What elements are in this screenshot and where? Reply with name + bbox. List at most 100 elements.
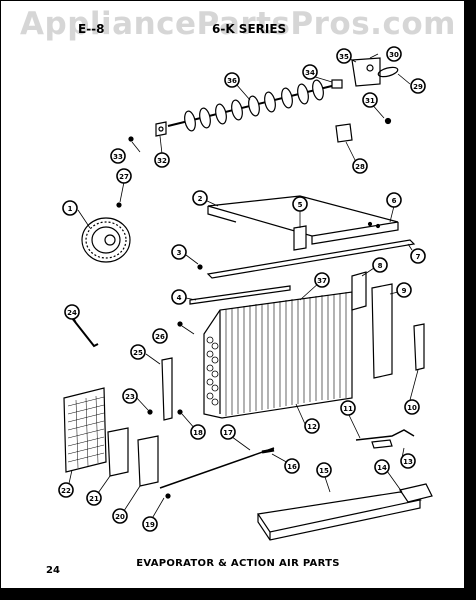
- svg-text:2: 2: [198, 195, 203, 203]
- callout-22: 22: [58, 482, 74, 498]
- svg-text:9: 9: [402, 287, 407, 295]
- callout-24: 24: [64, 304, 80, 320]
- callout-34: 34: [302, 64, 318, 80]
- callout-8: 8: [372, 257, 388, 273]
- header-model-code: E--8: [78, 22, 105, 36]
- svg-text:21: 21: [89, 495, 99, 503]
- svg-text:32: 32: [157, 157, 167, 165]
- svg-text:26: 26: [155, 333, 165, 341]
- callout-25: 25: [130, 344, 146, 360]
- callout-31: 31: [362, 92, 378, 108]
- svg-text:28: 28: [355, 163, 365, 171]
- svg-text:17: 17: [223, 429, 233, 437]
- svg-text:1: 1: [68, 205, 73, 213]
- callout-35: 35: [336, 48, 352, 64]
- air-filter: [63, 387, 107, 473]
- capillary-tube: [355, 429, 415, 441]
- callout-15: 15: [316, 462, 332, 478]
- svg-text:35: 35: [339, 53, 349, 61]
- svg-text:6: 6: [392, 197, 397, 205]
- fan-shaft-assembly: [128, 79, 343, 142]
- callout-37: 37: [314, 272, 330, 288]
- svg-text:7: 7: [416, 253, 421, 261]
- header-series: 6-K SERIES: [212, 22, 287, 36]
- callout-11: 11: [340, 400, 356, 416]
- seal-strip: [189, 285, 291, 305]
- svg-text:16: 16: [287, 463, 297, 471]
- callout-21: 21: [86, 490, 102, 506]
- support-rail: [197, 239, 416, 279]
- callout-23: 23: [122, 388, 138, 404]
- svg-text:24: 24: [67, 309, 77, 317]
- svg-text:13: 13: [403, 458, 413, 466]
- frame-edge-right: [464, 0, 476, 600]
- diagram-title: EVAPORATOR & ACTION AIR PARTS: [136, 558, 340, 569]
- drain-pan: [256, 483, 433, 541]
- callout-18: 18: [190, 424, 206, 440]
- callout-4: 4: [171, 289, 187, 305]
- top-panel: [207, 195, 399, 251]
- callout-33: 33: [110, 148, 126, 164]
- callout-1: 1: [62, 200, 78, 216]
- callout-10: 10: [404, 399, 420, 415]
- callout-26: 26: [152, 328, 168, 344]
- callout-13: 13: [400, 453, 416, 469]
- exploded-parts-drawing: [63, 53, 433, 541]
- callout-7: 7: [410, 248, 426, 264]
- svg-text:3: 3: [177, 249, 182, 257]
- callout-14: 14: [374, 459, 390, 475]
- callout-36: 36: [224, 72, 240, 88]
- svg-text:5: 5: [298, 201, 303, 209]
- callout-5: 5: [292, 196, 308, 212]
- svg-text:37: 37: [317, 277, 327, 285]
- svg-text:33: 33: [113, 153, 123, 161]
- svg-text:23: 23: [125, 393, 135, 401]
- page-number: 24: [46, 565, 60, 576]
- svg-text:11: 11: [343, 405, 353, 413]
- callout-6: 6: [386, 192, 402, 208]
- svg-text:19: 19: [145, 521, 155, 529]
- svg-text:36: 36: [227, 77, 237, 85]
- svg-text:22: 22: [61, 487, 71, 495]
- callout-28: 28: [352, 158, 368, 174]
- panel-21: [107, 427, 129, 477]
- site-watermark: AppliancePartsPros.com: [20, 6, 456, 42]
- coil-end-plates: [351, 271, 425, 379]
- svg-text:31: 31: [365, 97, 375, 105]
- svg-text:14: 14: [377, 464, 387, 472]
- callout-2: 2: [192, 190, 208, 206]
- svg-text:20: 20: [115, 513, 125, 521]
- svg-text:4: 4: [177, 294, 182, 302]
- svg-text:25: 25: [133, 349, 143, 357]
- callout-30: 30: [386, 46, 402, 62]
- evaporator-coil: [203, 291, 353, 419]
- callout-16: 16: [284, 458, 300, 474]
- svg-text:8: 8: [378, 262, 383, 270]
- drain-tube: [71, 317, 99, 348]
- callout-27: 27: [116, 168, 132, 184]
- side-bracket: [161, 357, 173, 421]
- svg-text:15: 15: [319, 467, 329, 475]
- callout-3: 3: [171, 244, 187, 260]
- svg-text:12: 12: [307, 423, 317, 431]
- svg-text:30: 30: [389, 51, 399, 59]
- callout-32: 32: [154, 152, 170, 168]
- bearing-bracket-top: [335, 57, 399, 143]
- callout-29: 29: [410, 78, 426, 94]
- callout-12: 12: [304, 418, 320, 434]
- svg-text:18: 18: [193, 429, 203, 437]
- panel-20: [137, 435, 159, 487]
- frame-edge-bottom: [0, 588, 476, 600]
- svg-text:29: 29: [413, 83, 423, 91]
- callout-17: 17: [220, 424, 236, 440]
- callout-19: 19: [142, 516, 158, 532]
- svg-text:27: 27: [119, 173, 129, 181]
- svg-text:10: 10: [407, 404, 417, 412]
- callout-9: 9: [396, 282, 412, 298]
- callout-labels: 1 2 3 4 5 6 7 8 9 10 11 12 13 14 15 16 1…: [58, 46, 426, 532]
- callout-20: 20: [112, 508, 128, 524]
- svg-text:34: 34: [305, 69, 315, 77]
- blower-wheel: [81, 202, 131, 263]
